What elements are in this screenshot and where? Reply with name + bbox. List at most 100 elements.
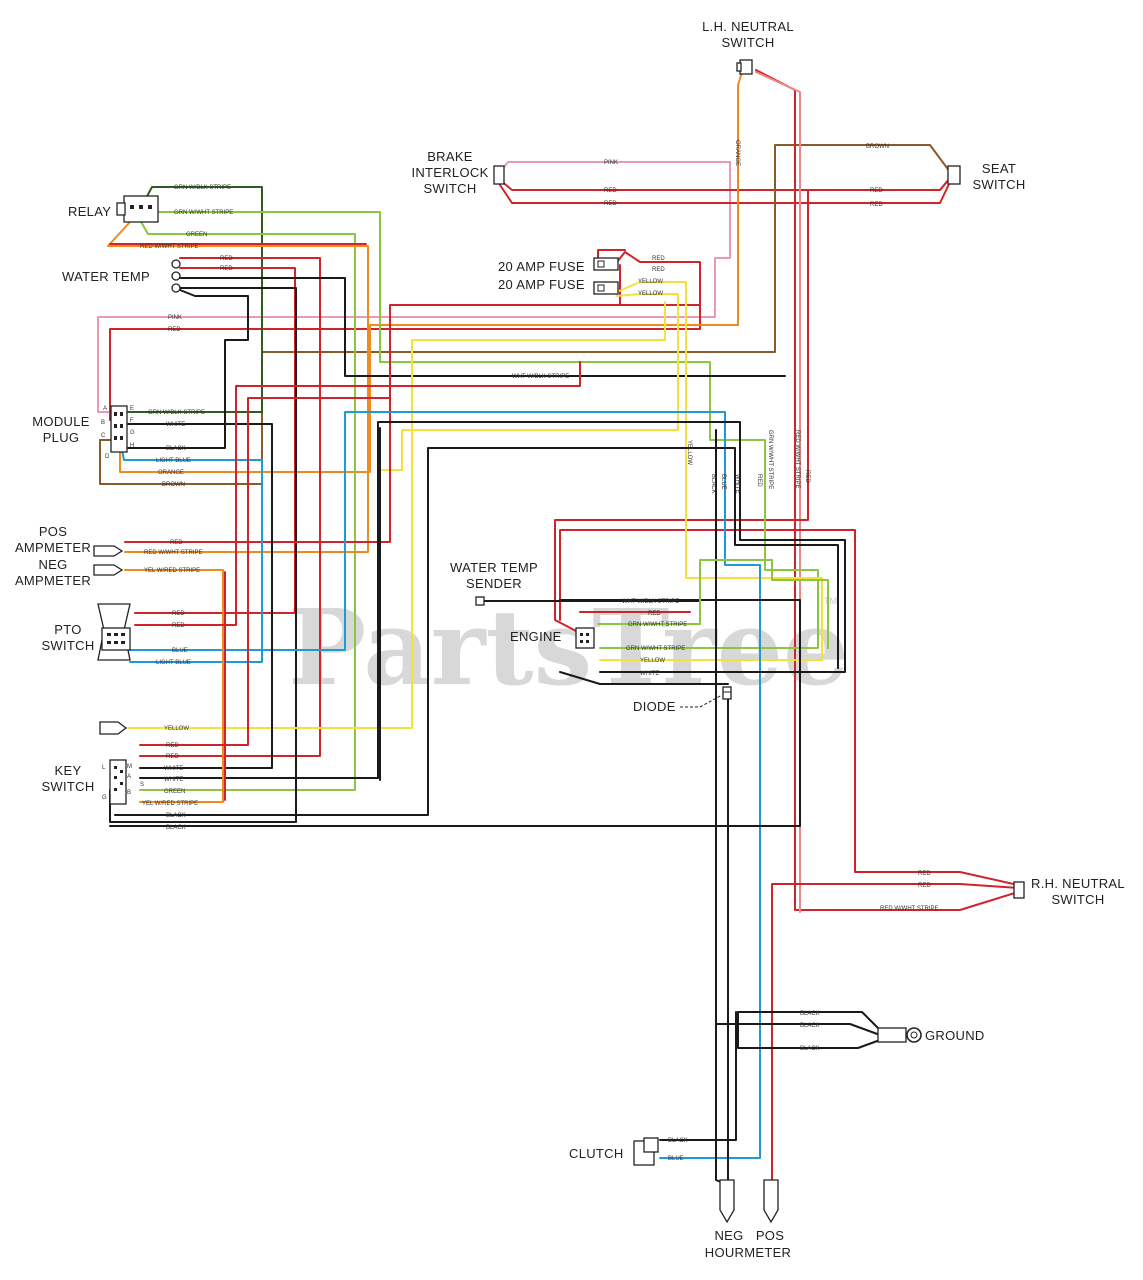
wire-yel-red <box>124 569 224 803</box>
brake-interlock-switch <box>493 165 505 185</box>
wire-yellow-fuse2 <box>379 293 679 471</box>
wire-label-yellow-fuse: YELLOW <box>638 279 663 285</box>
relay <box>116 195 159 223</box>
wire-label-black-module: BLACK <box>166 446 186 452</box>
wire-wt-red2 <box>134 267 296 614</box>
wire-key-black <box>114 447 839 816</box>
wire-label-white-v: WHITE <box>734 474 740 493</box>
pos-ammeter-connector <box>93 545 124 557</box>
wire-label-blue-pto: BLUE <box>172 648 188 654</box>
yellow-terminal <box>99 721 128 735</box>
module-pin-f: F <box>130 418 134 424</box>
wire-wt-black3 <box>127 289 249 449</box>
wire-pink <box>97 161 731 413</box>
wire-wt-black2 <box>109 287 297 823</box>
wire-clutch-black <box>659 1011 737 1141</box>
label-clutch: CLUTCH <box>569 1146 624 1161</box>
ground-terminal <box>877 1027 922 1043</box>
wire-label-red-pos: RED <box>170 540 183 546</box>
wire-label-red-wt: RED <box>220 256 233 262</box>
fuse-2 <box>593 281 619 295</box>
module-plug <box>110 405 128 453</box>
wire-label-green-key: GREEN <box>164 789 185 795</box>
wire-label-red-fuse2: RED <box>652 267 665 273</box>
lh-neutral-switch <box>736 59 753 75</box>
wire-label-red-pto: RED <box>172 611 185 617</box>
key-pin-g: G <box>102 795 107 801</box>
wire-label-yellow-v: YELLOW <box>686 440 692 465</box>
wire-label-black-key: BLACK <box>166 813 186 819</box>
wire-label-brown-seat: BROWN <box>866 144 889 150</box>
label-lh-neutral-2: SWITCH <box>721 35 774 50</box>
label-pos: POS <box>756 1228 784 1243</box>
wire-label-red-seat: RED <box>870 188 883 194</box>
key-pin-m: M <box>127 764 132 770</box>
label-rh-neutral-2: SWITCH <box>1051 892 1104 907</box>
pin-letters: A B C D E F G H L G M A S B <box>101 406 144 801</box>
wire-ground3 <box>737 1011 881 1049</box>
wire-label-red-brake2: RED <box>604 201 617 207</box>
label-wt-sender-2: SENDER <box>466 576 522 591</box>
label-fuse-2: 20 AMP FUSE <box>498 277 585 292</box>
rh-neutral-switch <box>1013 881 1025 899</box>
wire-label-red-rh: RED <box>918 871 931 877</box>
watermark-tm: TM <box>824 596 837 606</box>
neg-hourmeter-terminal <box>719 1179 735 1224</box>
wire-grn-wht <box>151 211 819 649</box>
wire-label-green-relay: GREEN <box>186 232 207 238</box>
wire-label-black-gnd1: BLACK <box>800 1011 820 1017</box>
wire-label-red-v: RED <box>756 474 762 487</box>
wire-label-red-wht-rh: RED W/WHT STRIPE <box>880 906 939 912</box>
label-brake-2: INTERLOCK <box>411 165 488 180</box>
wire-label-blue-clutch: BLUE <box>668 1156 684 1162</box>
label-neg-amp-2: AMPMETER <box>15 573 91 588</box>
label-pto-2: SWITCH <box>41 638 94 653</box>
label-water-temp: WATER TEMP <box>62 269 150 284</box>
label-pos-amp-2: AMPMETER <box>15 540 91 555</box>
key-pin-b: B <box>127 790 131 796</box>
label-seat-1: SEAT <box>982 161 1016 176</box>
wire-label-red-wht-v: RED W/WHT STRIPE <box>794 430 800 489</box>
wire-label-white-key: WHITE <box>164 766 183 772</box>
diode-pointer <box>680 694 723 708</box>
wire-label-lightblue-module: LIGHT BLUE <box>156 458 191 464</box>
wire-label-yellow-term: YELLOW <box>164 726 189 732</box>
label-module-1: MODULE <box>32 414 89 429</box>
wire-yellow-key <box>127 301 666 729</box>
wire-label-red-module: RED <box>168 327 181 333</box>
label-engine: ENGINE <box>510 629 562 644</box>
wire-label-red-seat2: RED <box>870 202 883 208</box>
wire-white2 <box>139 421 846 779</box>
wire-label-red-v2: RED <box>804 470 810 483</box>
water-temp-sender <box>475 596 485 606</box>
wire-red-brake2 <box>499 181 951 204</box>
wire-fuse-red <box>616 251 701 311</box>
wire-label-grn-wht-engine: GRN W/WHT STRIPE <box>628 622 687 628</box>
module-pin-h: H <box>130 443 134 449</box>
module-pin-g: G <box>130 430 135 436</box>
wire-label-grn-blk-relay: GRN W/BLK STRIPE <box>174 185 231 191</box>
wire-hour-black <box>715 429 729 1186</box>
wire-label-brown-module: BROWN <box>162 482 185 488</box>
engine-connector <box>575 627 595 649</box>
wire-label-red-brake: RED <box>604 188 617 194</box>
wire-label-lightblue-pto: LIGHT BLUE <box>156 660 191 666</box>
key-switch <box>109 759 127 805</box>
wire-diode2 <box>559 671 729 685</box>
component-labels: L.H. NEUTRAL SWITCH BRAKE INTERLOCK SWIT… <box>15 19 1125 1260</box>
wire-label-white-key2: WHITE <box>164 777 183 783</box>
label-brake-3: SWITCH <box>423 181 476 196</box>
label-seat-2: SWITCH <box>972 177 1025 192</box>
wire-blue <box>129 411 761 1159</box>
label-relay: RELAY <box>68 204 111 219</box>
wire-label-blue-v: BLUE <box>720 474 726 490</box>
label-brake-1: BRAKE <box>427 149 473 164</box>
wire-label-red-wht-relay: RED W/WHT STRIPE <box>140 244 199 250</box>
wire-label-red-key2: RED <box>166 754 179 760</box>
wire-red-rh2 <box>771 883 1019 1186</box>
wire-ground1 <box>737 1011 881 1031</box>
diode <box>722 686 732 700</box>
wire-lightblue <box>119 439 263 663</box>
wire-label-black-clutch: BLACK <box>668 1138 688 1144</box>
label-key-2: SWITCH <box>41 779 94 794</box>
